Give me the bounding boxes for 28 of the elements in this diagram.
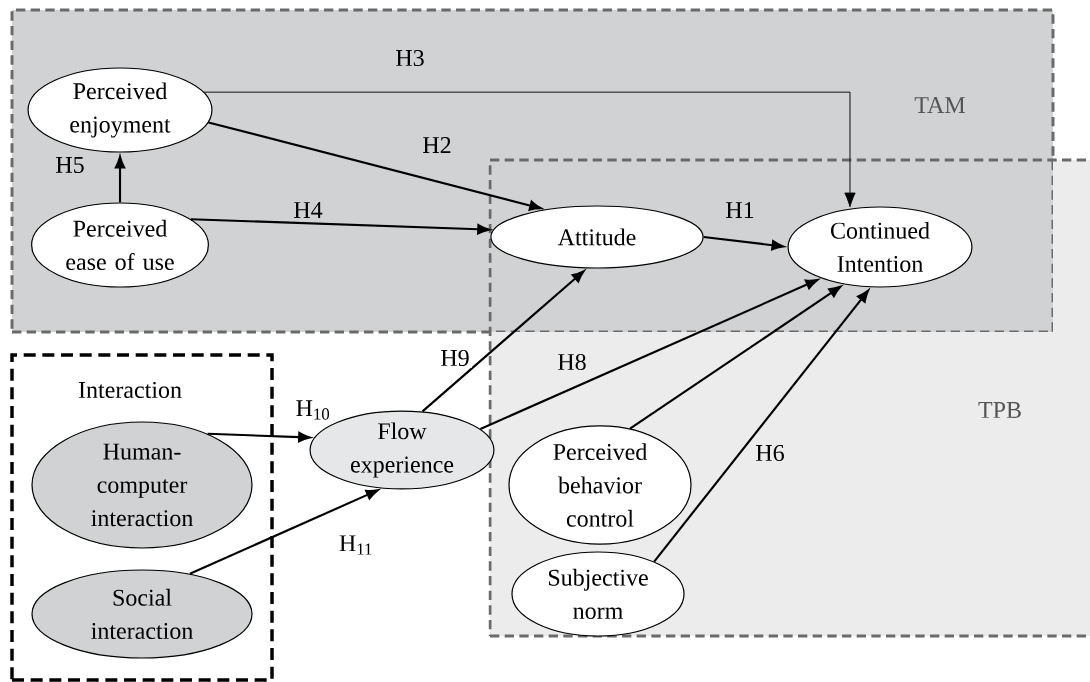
region-label: TPB (978, 402, 1021, 418)
edge-label: H5 (53, 155, 87, 175)
region-label: Interaction (78, 381, 182, 399)
edge-label: H$_{11}$ (336, 533, 376, 557)
edge-label: H2 (420, 135, 454, 155)
ellipse-node: Social interaction (31, 569, 253, 659)
edge-label: H1 (723, 200, 757, 220)
edge-label: H8 (555, 351, 589, 373)
arrow (479, 279, 819, 430)
arrow (189, 489, 379, 575)
ellipse-node: Perceived enjoyment (27, 67, 213, 153)
edge-label: H4 (291, 200, 325, 220)
arrow (114, 155, 126, 203)
arrow (421, 270, 585, 413)
region-label: TAM (914, 97, 965, 113)
ellipse-node: Perceived ease of use (31, 202, 209, 288)
ellipse-node: Perceived behavior control (508, 425, 692, 545)
arrow (703, 235, 785, 251)
ellipse-node: Human-computer interaction (31, 421, 253, 549)
ellipse-node: Subjective norm (511, 551, 685, 637)
arrow (653, 289, 869, 563)
arrow (208, 121, 542, 211)
edge-label: H6 (753, 442, 787, 464)
edge-label: H9 (438, 347, 472, 369)
arrow (629, 285, 842, 430)
arrow (190, 218, 490, 235)
edge-label: H3 (393, 47, 427, 69)
arrow (203, 91, 856, 208)
